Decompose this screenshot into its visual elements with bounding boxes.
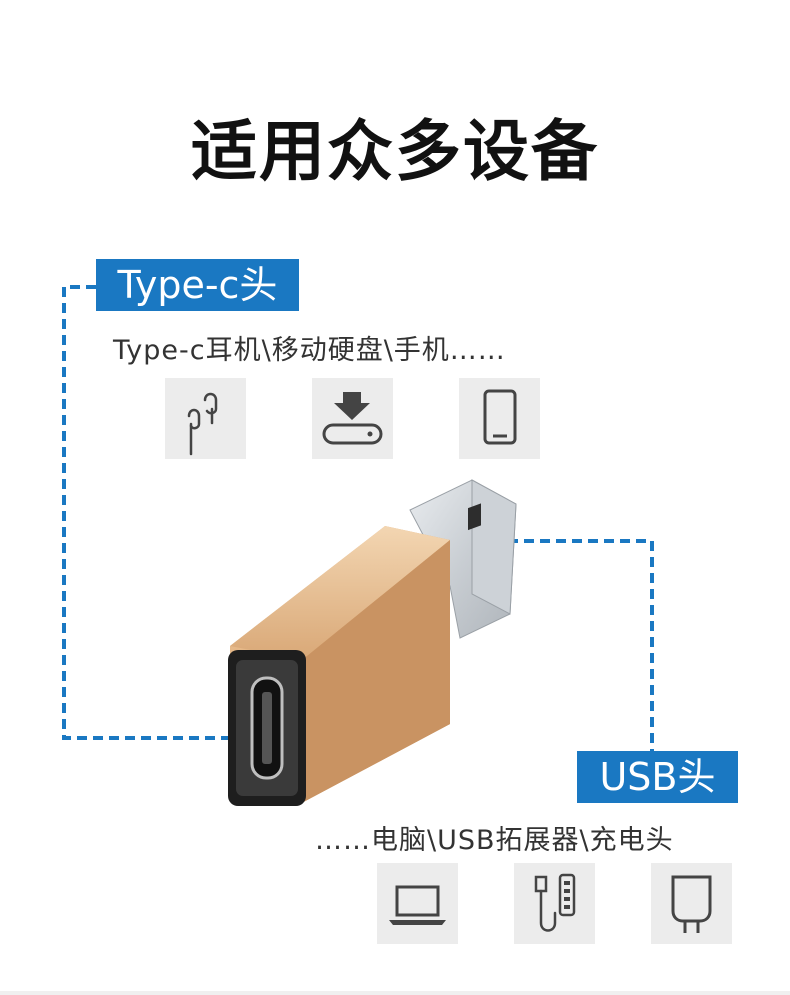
usb-hub-icon [514, 863, 595, 944]
usb-to-typec-adapter-image [210, 466, 530, 816]
bottom-divider [0, 991, 790, 995]
laptop-icon [377, 863, 458, 944]
charger-icon [651, 863, 732, 944]
earphones-icon [165, 378, 246, 459]
typec-tag: Type-c头 [96, 259, 299, 311]
page-title: 适用众多设备 [191, 113, 599, 190]
usb-devices-text: ……电脑\USB拓展器\充电头 [315, 825, 674, 856]
external-drive-icon [312, 378, 393, 459]
usb-tag: USB头 [577, 751, 738, 803]
phone-icon [459, 378, 540, 459]
typec-devices-text: Type-c耳机\移动硬盘\手机…… [113, 335, 506, 366]
